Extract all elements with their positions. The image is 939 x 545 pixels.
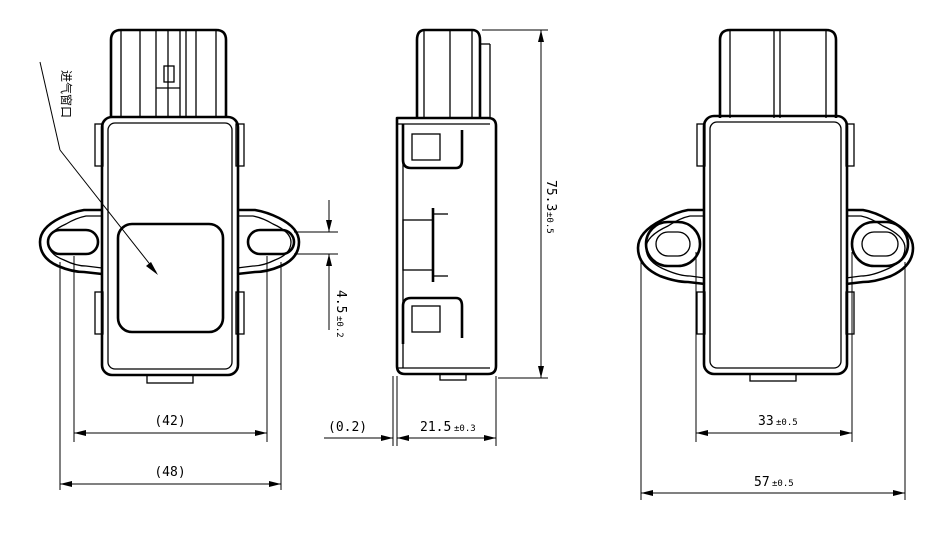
back-view <box>636 28 915 382</box>
front-dimensions: (42) (48) 4.5 ±0.2 <box>59 200 348 490</box>
front-side-tabs <box>94 123 245 335</box>
front-mount-right <box>236 208 301 276</box>
dim-side-offset: (0.2) <box>328 420 367 435</box>
dim-front-width-inner: (42) <box>154 414 185 429</box>
dim-back-width-outer-tol: ±0.5 <box>772 479 794 489</box>
dim-back-width-outer: 57 <box>754 475 770 490</box>
side-dimensions: 75.3 ±0.5 (0.2) 21.5 ±0.3 <box>324 29 558 446</box>
front-mount-left <box>38 208 103 276</box>
dim-back-width-inner: 33 <box>758 414 774 429</box>
dim-back-width-inner-tol: ±0.5 <box>776 418 798 428</box>
side-body <box>395 116 498 376</box>
dim-side-depth: 21.5 <box>420 420 451 435</box>
dim-front-width-outer: (48) <box>154 465 185 480</box>
dim-side-depth-tol: ±0.3 <box>454 424 476 434</box>
front-body <box>100 115 240 377</box>
dim-slot-height-tol: ±0.2 <box>334 316 344 338</box>
back-body <box>702 114 849 376</box>
inlet-window-label: 进气窗口 <box>59 70 74 118</box>
dim-slot-height: 4.5 <box>333 290 348 313</box>
dim-side-height: 75.3 <box>543 180 558 211</box>
front-view: 进气窗口 <box>38 28 301 384</box>
front-bottom-nub <box>146 374 194 384</box>
back-dimensions: 33 ±0.5 57 ±0.5 <box>640 252 906 500</box>
front-connector <box>109 28 228 118</box>
side-view <box>395 28 498 381</box>
dim-side-height-tol: ±0.5 <box>544 212 554 234</box>
inlet-window <box>116 222 225 334</box>
